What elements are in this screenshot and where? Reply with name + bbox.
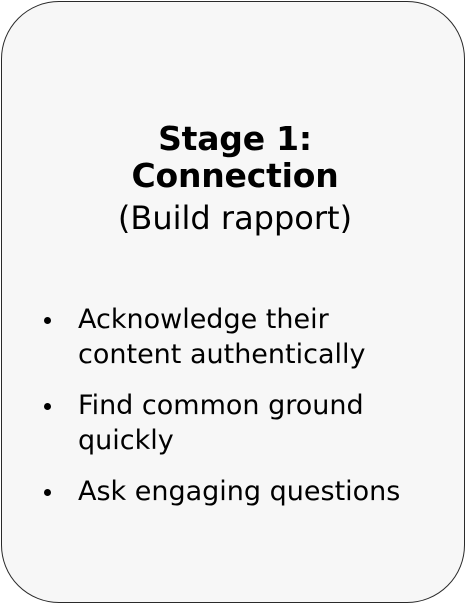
- list-item-text: Acknowledge their content authentically: [78, 304, 366, 370]
- bullet-icon: [44, 489, 51, 496]
- card-header: Stage 1: Connection (Build rapport): [2, 120, 468, 238]
- list-item-text: Find common ground quickly: [78, 390, 364, 456]
- stage-title: Stage 1:: [158, 119, 312, 158]
- bullet-icon: [44, 317, 51, 324]
- stage-name: Connection: [131, 156, 339, 195]
- bullet-list: Acknowledge their content authentically …: [44, 302, 444, 525]
- list-item: Acknowledge their content authentically: [44, 302, 444, 372]
- list-item: Find common ground quickly: [44, 388, 444, 458]
- stage-subtitle: (Build rapport): [117, 199, 353, 237]
- list-item: Ask engaging questions: [44, 474, 444, 509]
- bullet-icon: [44, 403, 51, 410]
- list-item-text: Ask engaging questions: [78, 476, 401, 507]
